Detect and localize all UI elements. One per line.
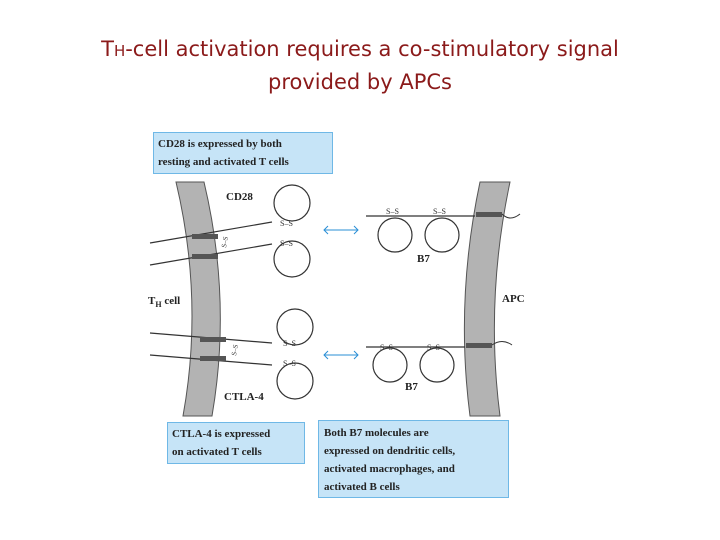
callout-cd28-line-1: CD28 is expressed by both <box>158 135 328 153</box>
callout-b7-line-3: activated macrophages, and <box>324 460 503 478</box>
callout-ctla4-line-2: on activated T cells <box>172 443 300 461</box>
callout-b7: Both B7 molecules are expressed on dendr… <box>318 420 509 498</box>
callout-ctla4: CTLA-4 is expressed on activated T cells <box>167 422 305 464</box>
ctla4-ig-loop-lower <box>277 363 313 399</box>
cd28-disulfide-upper: S–S <box>280 219 293 228</box>
callout-b7-line-1: Both B7 molecules are <box>324 424 503 442</box>
apc-label: APC <box>502 293 525 305</box>
ctla4-label: CTLA-4 <box>224 391 264 403</box>
b7-top-ig-loop-1 <box>378 218 412 252</box>
ctla4-disulfide-lower: S–S <box>283 359 296 368</box>
cd28-tm-segment-lower <box>192 254 218 259</box>
b7-bottom-ig-loop-2 <box>420 348 454 382</box>
ctla4-disulfide-upper: S–S <box>283 339 296 348</box>
b7-top-label: B7 <box>417 253 430 265</box>
callout-b7-line-4: activated B cells <box>324 478 503 496</box>
cd28-ig-loop-upper <box>274 185 310 221</box>
callout-b7-line-2: expressed on dendritic cells, <box>324 442 503 460</box>
b7-top-disulfide-2: S–S <box>433 207 446 216</box>
th-cell-membrane <box>176 182 220 416</box>
callout-cd28-line-2: resting and activated T cells <box>158 153 328 171</box>
ctla4-tm-segment-upper <box>200 337 226 342</box>
ctla4-interchain-disulfide: S–S <box>230 344 240 357</box>
b7-bottom-tm-segment <box>466 343 492 348</box>
ctla4-tm-segment-lower <box>200 356 226 361</box>
cd28-disulfide-lower: S–S <box>280 239 293 248</box>
b7-bottom-disulfide-1: S–S <box>380 343 393 352</box>
th-cell-label: TH cell <box>148 295 180 309</box>
b7-top-tm-segment <box>476 212 502 217</box>
b7-bottom-ig-loop-1 <box>373 348 407 382</box>
b7-top-tail <box>502 214 520 218</box>
cd28-label: CD28 <box>226 191 253 203</box>
callout-cd28: CD28 is expressed by both resting and ac… <box>153 132 333 174</box>
b7-top-ig-loop-2 <box>425 218 459 252</box>
cd28-interchain-disulfide: S–S <box>220 236 230 249</box>
callout-ctla4-line-1: CTLA-4 is expressed <box>172 425 300 443</box>
cd28-tm-segment-upper <box>192 234 218 239</box>
b7-bottom-disulfide-2: S–S <box>427 343 440 352</box>
b7-top-disulfide-1: S–S <box>386 207 399 216</box>
b7-bottom-label: B7 <box>405 381 418 393</box>
